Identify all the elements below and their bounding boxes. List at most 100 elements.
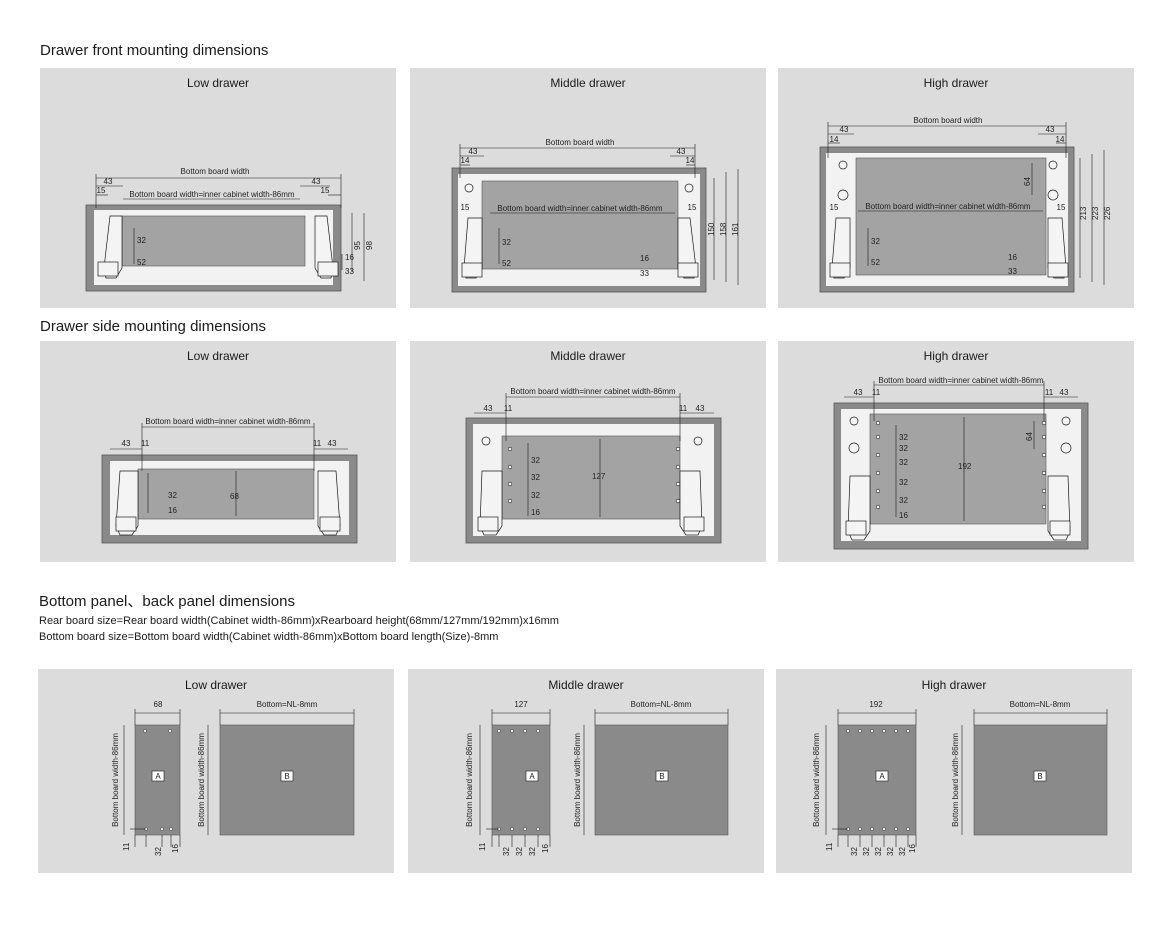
front-low-15-right: 15	[321, 186, 330, 195]
front-low-43-left: 43	[104, 177, 113, 186]
side-high-32-e: 32	[899, 496, 908, 505]
front-low-title: Low drawer	[186, 76, 250, 90]
panels-high-32-a: 32	[850, 847, 859, 856]
side-high-32-a: 32	[899, 433, 908, 442]
front-low-32: 32	[137, 236, 146, 245]
panels-high-16: 16	[908, 844, 917, 853]
side-high-title: High drawer	[923, 349, 989, 363]
side-low-panel: Low drawer Bottom board width=inner cabi…	[40, 341, 396, 562]
front-mid-15-right: 15	[688, 203, 697, 212]
front-high-33: 33	[1008, 267, 1017, 276]
side-mid-43-right: 43	[696, 404, 705, 413]
side-mid-32-a: 32	[531, 456, 540, 465]
side-mid-11-left: 11	[504, 404, 513, 413]
side-mid-diagram: Bottom board width=inner cabinet width-8…	[465, 387, 722, 544]
front-mid-161: 161	[731, 222, 740, 236]
panels-mid-a: A	[529, 772, 535, 781]
panels-low-vlabel-bottom: Bottom board width-86mm	[197, 733, 206, 827]
panels-high-11: 11	[825, 842, 834, 851]
side-mid-inner-label: Bottom board width=inner cabinet width-8…	[510, 387, 676, 396]
front-low-43-right: 43	[312, 177, 321, 186]
side-mid-16: 16	[531, 508, 540, 517]
side-mid-32-c: 32	[531, 491, 540, 500]
front-mid-43-left: 43	[469, 147, 478, 156]
panels-high-32-b: 32	[862, 847, 871, 856]
panels-low-16: 16	[171, 844, 180, 853]
panels-low-panel: Low drawer A B 68 Bottom=NL-8mm Bottom b…	[38, 669, 394, 873]
panels-high-32-d: 32	[886, 847, 895, 856]
panels-mid-11: 11	[478, 842, 487, 851]
panels-low-a: A	[155, 772, 161, 781]
panels-mid-rear-width: 127	[514, 700, 528, 709]
front-low-52: 52	[137, 258, 146, 267]
panels-low-vlabel-rear: Bottom board width-86mm	[111, 733, 120, 827]
front-high-panel: High drawer Bottom board width Bottom bo…	[778, 68, 1134, 308]
side-low-11-right: 11	[313, 439, 322, 448]
panels-mid-vlabel-bottom: Bottom board width-86mm	[573, 733, 582, 827]
front-mid-32: 32	[502, 238, 511, 247]
panels-high-title: High drawer	[921, 678, 987, 692]
front-mid-diagram: Bottom board width Bottom board width=in…	[451, 138, 740, 293]
panels-high-panel: High drawer A B 192 Bottom=NL-8mm Bottom…	[776, 669, 1132, 873]
front-low-95: 95	[353, 241, 362, 250]
panels-high-32-e: 32	[898, 847, 907, 856]
panels-mid-32-a: 32	[502, 847, 511, 856]
front-low-15-left: 15	[97, 186, 106, 195]
side-mid-127: 127	[592, 472, 606, 481]
panels-high-32-c: 32	[874, 847, 883, 856]
front-high-bbw-label: Bottom board width	[914, 116, 983, 125]
front-high-14-right: 14	[1056, 135, 1065, 144]
front-high-diagram: Bottom board width Bottom board width=in…	[819, 116, 1112, 293]
panels-high-diagram: A B 192 Bottom=NL-8mm Bottom board width…	[812, 700, 1108, 856]
side-section-title: Drawer side mounting dimensions	[40, 318, 266, 335]
side-high-192: 192	[958, 462, 972, 471]
panels-low-bottom-length: Bottom=NL-8mm	[257, 700, 318, 709]
panels-high-vlabel-rear: Bottom board width-86mm	[812, 733, 821, 827]
front-high-14-left: 14	[830, 135, 839, 144]
panels-low-rear-width: 68	[154, 700, 163, 709]
side-mid-11-right: 11	[679, 404, 688, 413]
side-low-inner-label: Bottom board width=inner cabinet width-8…	[145, 417, 311, 426]
panels-mid-title: Middle drawer	[548, 678, 624, 692]
front-low-98: 98	[365, 241, 374, 250]
front-mid-panel: Middle drawer Bottom board width Bottom …	[410, 68, 766, 308]
side-mid-panel: Middle drawer Bottom board width=inner c…	[410, 341, 766, 562]
panels-high-b: B	[1037, 772, 1042, 781]
front-mid-52: 52	[502, 259, 511, 268]
panels-low-11: 11	[122, 842, 131, 851]
front-mid-14-right: 14	[686, 156, 695, 165]
side-high-32-c: 32	[899, 458, 908, 467]
panels-high-a: A	[879, 772, 885, 781]
side-low-43-right: 43	[328, 439, 337, 448]
side-low-diagram: Bottom board width=inner cabinet width-8…	[101, 417, 358, 544]
front-high-title: High drawer	[923, 76, 989, 90]
side-high-diagram: Bottom board width=inner cabinet width-8…	[833, 376, 1089, 550]
panels-high-vlabel-bottom: Bottom board width-86mm	[951, 733, 960, 827]
bottom-section-title: Bottom panel、back panel dimensions	[39, 593, 295, 610]
side-low-68: 68	[230, 492, 239, 501]
front-low-panel: Low drawer Bottom board width Bottom boa…	[40, 68, 396, 308]
side-low-11-left: 11	[141, 439, 150, 448]
panels-mid-32-c: 32	[528, 847, 537, 856]
front-high-43-right: 43	[1046, 125, 1055, 134]
front-mid-33: 33	[640, 269, 649, 278]
front-mid-43-right: 43	[677, 147, 686, 156]
side-low-title: Low drawer	[186, 349, 250, 363]
front-high-64: 64	[1023, 177, 1032, 186]
front-mid-14-left: 14	[461, 156, 470, 165]
side-low-16: 16	[168, 506, 177, 515]
front-high-15-left: 15	[830, 203, 839, 212]
panels-mid-diagram: A B 127 Bottom=NL-8mm Bottom board width…	[465, 700, 729, 856]
front-high-15-right: 15	[1057, 203, 1066, 212]
panels-low-b: B	[284, 772, 289, 781]
front-mid-title: Middle drawer	[550, 76, 626, 90]
side-high-11-left: 11	[872, 388, 881, 397]
front-high-inner-label: Bottom board width=inner cabinet width-8…	[865, 202, 1031, 211]
panels-high-bottom-length: Bottom=NL-8mm	[1010, 700, 1071, 709]
front-low-16: 16	[345, 253, 354, 262]
panels-low-title: Low drawer	[184, 678, 248, 692]
front-mid-150: 150	[707, 222, 716, 236]
front-low-33: 33	[345, 267, 354, 276]
front-high-223: 223	[1091, 206, 1100, 220]
front-section-title: Drawer front mounting dimensions	[40, 42, 269, 59]
